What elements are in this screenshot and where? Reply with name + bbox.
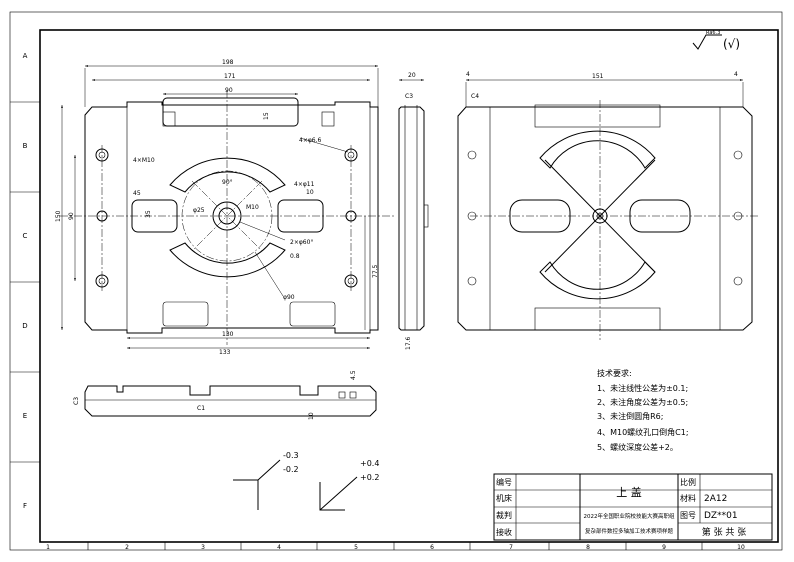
tech-title: 技术要求:	[597, 368, 632, 378]
tol1-lower: -0.2	[283, 465, 299, 474]
col-label: 2	[125, 544, 129, 551]
tb-competition-line2: 复杂部件数控多轴加工技术赛项样题	[585, 527, 674, 535]
front-view: 198 171 90 15 130 133 150 90 77.5 45 35 …	[55, 59, 395, 356]
bottom-view: C3 C1 10 4.5	[73, 370, 377, 420]
dim-left-35: 35	[145, 210, 152, 218]
col-label: 3	[201, 544, 205, 551]
label-chamfer-2x: 2×φ60°	[290, 239, 313, 246]
dim-height-150: 150	[55, 210, 62, 222]
right-view: 151 4 4 C4	[457, 71, 760, 340]
side-chamfer: C3	[405, 93, 413, 100]
bottom-chamfer-left: C3	[73, 397, 80, 405]
col-label: 8	[586, 544, 590, 551]
dim-slot-90: 90	[225, 87, 233, 94]
dim-side-77-5: 77.5	[372, 264, 379, 278]
dim-bottom-133: 133	[219, 349, 231, 356]
label-m10: M10	[246, 204, 259, 211]
dim-slot-15: 15	[263, 112, 270, 120]
surface-finish-note: (√)	[723, 37, 740, 51]
tb-drawing-no-label: 图号	[680, 511, 696, 520]
label-4xphi6-6: 4×φ6.6	[299, 137, 322, 144]
surface-finish-symbol: Ra6.3 (√)	[692, 30, 740, 51]
outer-border	[9, 11, 783, 551]
tb-part-name: 上 盖	[616, 485, 642, 499]
dim-overall-width: 198	[222, 59, 234, 66]
row-zone-labels: A B C D E F	[10, 52, 40, 510]
tb-material-label: 材料	[680, 493, 696, 503]
bottom-chamfer-mid: C1	[197, 405, 205, 412]
dim-center-bore: φ25	[193, 207, 205, 214]
side-view: 20 C3 17.6	[398, 72, 429, 350]
tb-label-machine: 机床	[496, 493, 512, 503]
bottom-dim-10: 10	[308, 412, 315, 420]
label-4xphi11: 4×φ11	[294, 181, 315, 188]
top-slot	[162, 97, 299, 127]
dim-inner-90: 90	[68, 212, 75, 220]
label-4xm10: 4×M10	[133, 157, 155, 164]
col-label: 1	[46, 544, 50, 551]
tol2-lower: +0.2	[360, 473, 379, 482]
col-label: 6	[430, 544, 434, 551]
label-angle-90: 90°	[222, 179, 233, 186]
right-right-tol: 4	[734, 71, 738, 78]
dim-width-171: 171	[224, 73, 236, 80]
side-outline	[398, 106, 425, 331]
front-plate-outline	[84, 101, 379, 334]
label-r-0-8: 0.8	[290, 253, 300, 260]
label-dia-90: φ90	[283, 294, 295, 301]
label-depth-10: 10	[306, 189, 314, 196]
title-block: 编号 机床 裁判 接收 上 盖 2022年全国职业院校技能大赛高职组 复杂部件数…	[493, 473, 773, 541]
surface-finish-value: Ra6.3	[706, 30, 720, 36]
tb-label-judge: 裁判	[496, 510, 512, 520]
tech-item-1: 1、未注线性公差为±0.1;	[597, 383, 688, 393]
row-label: D	[22, 322, 27, 330]
tol2-upper: +0.4	[360, 459, 379, 468]
right-chamfer: C4	[471, 93, 479, 100]
col-zone-labels: 1 2 3 4 5 6 7 8 9 10	[40, 541, 778, 551]
right-top-dim: 151	[592, 73, 604, 80]
col-label: 9	[662, 544, 666, 551]
row-label: A	[23, 52, 28, 60]
side-bottom-dim: 17.6	[405, 336, 412, 350]
col-label: 5	[354, 544, 358, 551]
tb-label-number: 编号	[496, 477, 512, 487]
bottom-outline	[84, 385, 377, 417]
row-label: E	[23, 412, 27, 420]
dim-left-45: 45	[133, 190, 141, 197]
side-top-dim: 20	[408, 72, 416, 79]
tb-scale-label: 比例	[680, 477, 696, 487]
row-label: B	[23, 142, 28, 150]
bottom-dim-4-5: 4.5	[350, 370, 357, 380]
col-label: 10	[737, 544, 745, 551]
tb-material-value: 2A12	[704, 494, 727, 504]
tech-item-3: 3、未注倒圆角R6;	[597, 411, 663, 421]
tb-sheet-text: 第 张 共 张	[702, 526, 747, 538]
tech-item-2: 2、未注角度公差为±0.5;	[597, 397, 688, 407]
row-label: F	[23, 502, 27, 510]
tech-requirements: 技术要求: 1、未注线性公差为±0.1; 2、未注角度公差为±0.5; 3、未注…	[597, 368, 689, 452]
row-label: C	[23, 232, 28, 240]
col-label: 7	[509, 544, 513, 551]
tech-item-5: 5、螺纹深度公差+2。	[597, 442, 678, 452]
tol1-upper: -0.3	[283, 451, 299, 460]
col-label: 4	[277, 544, 281, 551]
right-plate-outline	[457, 106, 753, 331]
tolerance-symbol-2: +0.4 +0.2	[319, 459, 379, 511]
tb-label-receive: 接收	[496, 527, 512, 537]
tech-item-4: 4、M10螺纹孔口倒角C1;	[597, 427, 689, 437]
tb-drawing-no-value: DZ**01	[704, 511, 738, 521]
tolerance-symbol-1: -0.3 -0.2	[233, 451, 299, 510]
tb-competition-line1: 2022年全国职业院校技能大赛高职组	[584, 512, 675, 520]
right-left-tol: 4	[466, 71, 470, 78]
dim-bottom-130: 130	[222, 331, 234, 338]
